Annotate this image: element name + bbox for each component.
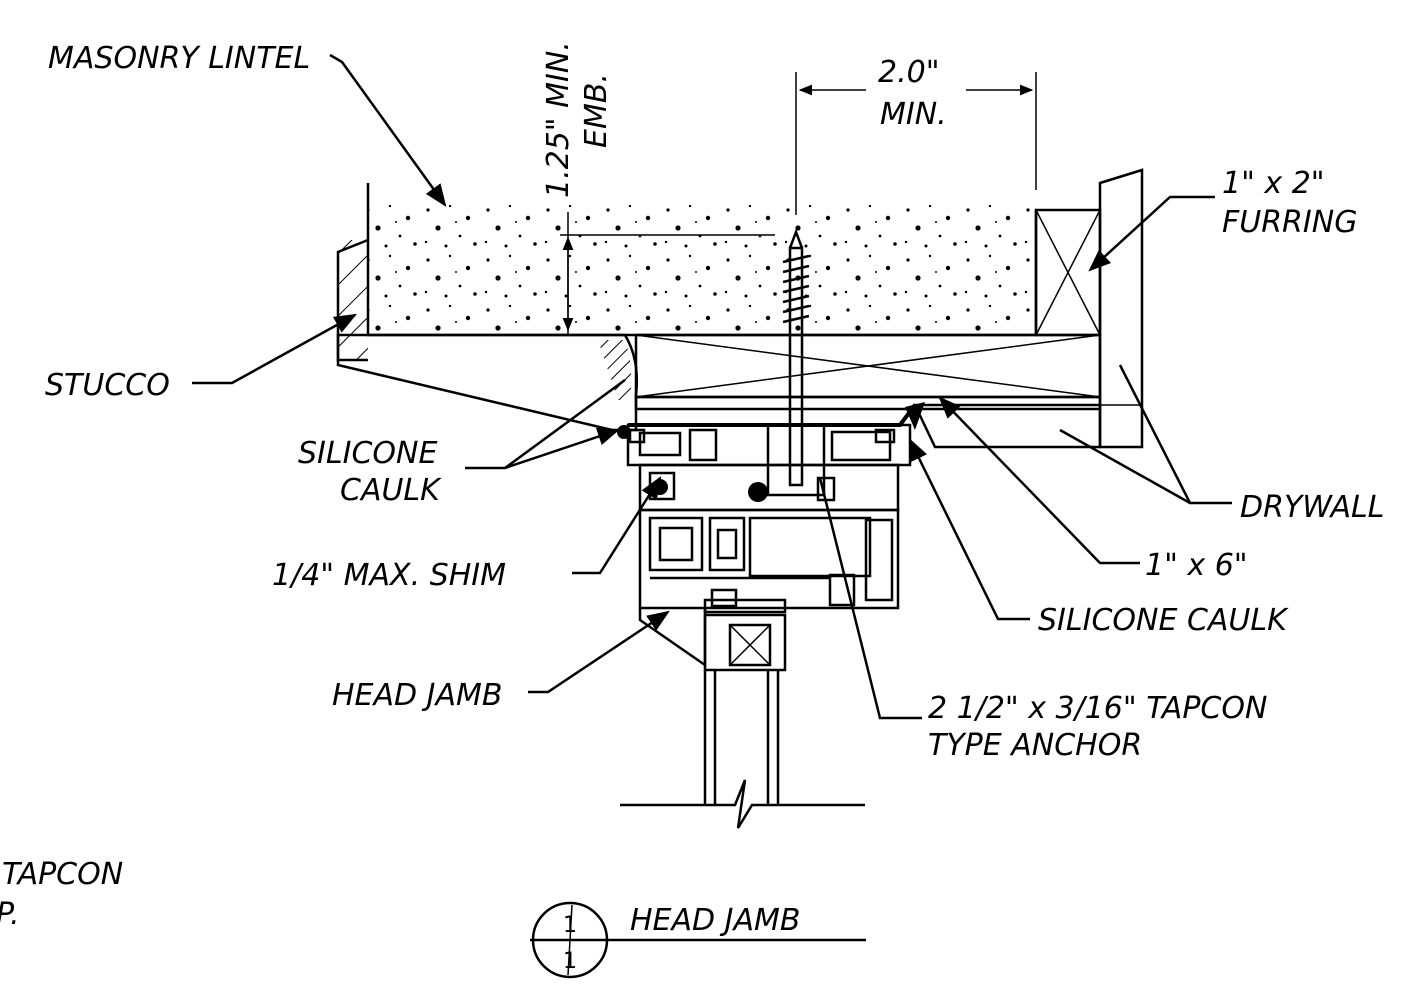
label-embedment: 1.25" MIN. — [541, 41, 576, 198]
leader-lines — [192, 53, 1232, 720]
detail-title-block: 1 1 HEAD JAMB — [530, 901, 866, 979]
label-edge-distance-2: MIN. — [880, 97, 947, 132]
masonry-lintel — [366, 183, 1038, 337]
caulk-beads — [617, 402, 925, 439]
drywall — [913, 168, 1144, 449]
label-head-jamb: HEAD JAMB — [332, 678, 503, 713]
label-edge-distance: 2.0" — [878, 55, 940, 90]
window-frame-head-jamb — [620, 403, 917, 829]
detail-title: HEAD JAMB — [630, 903, 801, 938]
label-anchor-2: TYPE ANCHOR — [928, 728, 1142, 763]
label-anchor: 2 1/2" x 3/16" TAPCON — [928, 691, 1267, 726]
annotation-labels: MASONRY LINTEL 1.25" MIN. EMB. 2.0" MIN.… — [0, 41, 1384, 932]
wood-board-1x6 — [634, 333, 1102, 411]
label-embedment-2: EMB. — [579, 73, 614, 148]
label-furring-2: FURRING — [1222, 205, 1357, 240]
tapcon-anchor — [782, 228, 810, 487]
label-shim: 1/4" MAX. SHIM — [272, 558, 506, 593]
label-furring: 1" x 2" — [1222, 166, 1325, 201]
label-masonry-lintel: MASONRY LINTEL — [48, 41, 310, 76]
sheet-number: 1 — [563, 949, 577, 974]
label-silicone-caulk-right: SILICONE CAULK — [1038, 603, 1289, 638]
dimension-edge-distance — [795, 72, 1037, 215]
label-board-1x6: 1" x 6" — [1145, 548, 1248, 583]
furring-strip — [1034, 208, 1102, 337]
label-drywall: DRYWALL — [1240, 490, 1384, 525]
label-stucco: STUCCO — [45, 368, 170, 403]
label-tapcon-partial: TAPCON — [2, 857, 123, 892]
label-tapcon-partial-2: P. — [0, 897, 20, 932]
label-silicone-caulk-left: SILICONE — [298, 436, 437, 471]
detail-number: 1 — [563, 913, 577, 938]
label-silicone-caulk-left-2: CAULK — [340, 473, 442, 508]
